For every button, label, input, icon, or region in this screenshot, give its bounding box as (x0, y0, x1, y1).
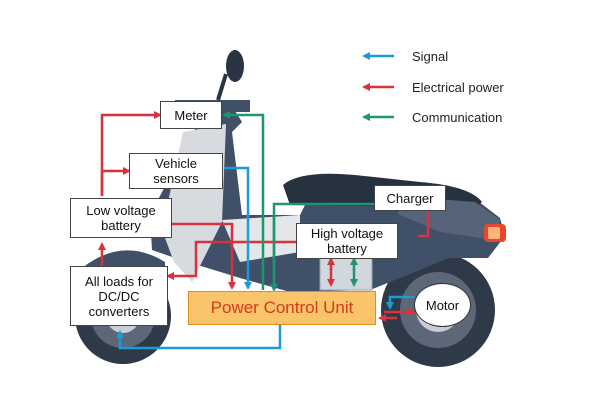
legend-communication: Communication (406, 108, 502, 126)
charger-box: Charger (374, 185, 446, 211)
legend-electrical-power-label: Electrical power (412, 80, 504, 95)
legend-signal-label: Signal (412, 49, 448, 64)
tail-light-cap (488, 227, 500, 239)
low-voltage-battery-box: Low voltage battery (70, 198, 172, 238)
legend-arrows (364, 56, 394, 117)
legend-signal: Signal (406, 47, 448, 65)
all-loads-dc-dc-box: All loads for DC/DC converters (70, 266, 168, 326)
power-control-unit-box: Power Control Unit (188, 291, 376, 325)
high-voltage-battery-box: High voltage battery (296, 223, 398, 259)
motor-circle: Motor (414, 283, 471, 327)
battery-frame (320, 254, 372, 290)
meter-box: Meter (160, 101, 222, 129)
mirror (226, 50, 244, 82)
vehicle-sensors-box: Vehicle sensors (129, 153, 223, 189)
legend-communication-label: Communication (412, 110, 502, 125)
legend-electrical-power: Electrical power (406, 78, 504, 96)
mirror-stem (218, 74, 226, 100)
